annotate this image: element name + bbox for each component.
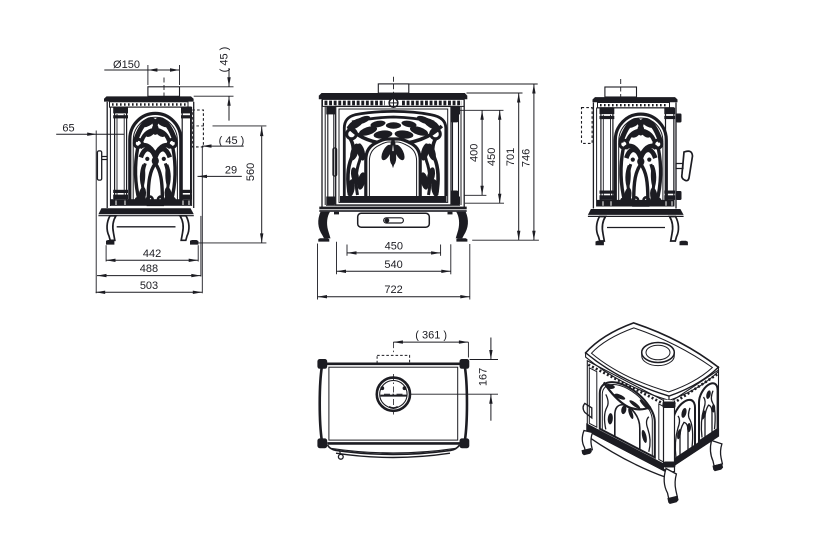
svg-text:488: 488 — [140, 263, 158, 275]
svg-text:442: 442 — [143, 248, 161, 260]
svg-text:167: 167 — [477, 368, 489, 386]
svg-text:450: 450 — [385, 240, 403, 252]
svg-text:722: 722 — [384, 284, 402, 296]
svg-text:560: 560 — [245, 163, 257, 181]
svg-text:Ø150: Ø150 — [113, 59, 140, 71]
svg-text:701: 701 — [505, 148, 517, 166]
svg-text:( 361 ): ( 361 ) — [415, 330, 447, 342]
svg-text:450: 450 — [486, 148, 498, 166]
svg-text:400: 400 — [469, 144, 481, 162]
svg-text:29: 29 — [225, 165, 237, 177]
svg-text:503: 503 — [140, 280, 158, 292]
svg-text:65: 65 — [62, 123, 74, 135]
svg-text:( 45 ): ( 45 ) — [219, 47, 231, 73]
svg-text:540: 540 — [384, 259, 402, 271]
svg-text:( 45 ): ( 45 ) — [219, 135, 245, 147]
svg-text:746: 746 — [520, 149, 532, 167]
